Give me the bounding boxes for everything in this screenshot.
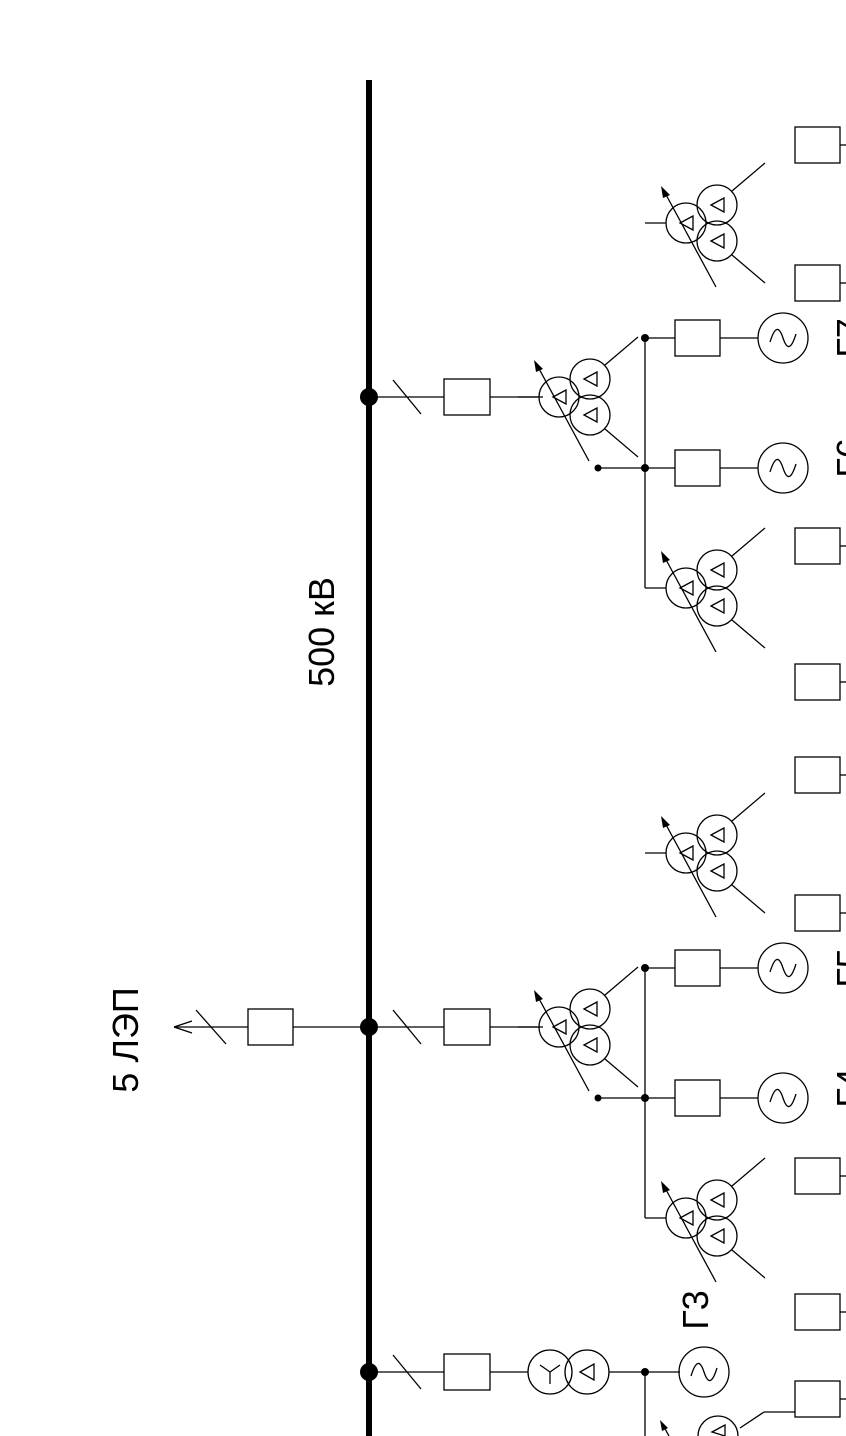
- generator-label-1: Г7: [829, 318, 846, 358]
- unit-block-upper: [369, 127, 846, 700]
- outgoing-lines: [173, 1008, 369, 1046]
- unit-block-middle: [369, 757, 846, 1330]
- generator-g3-label: Г3: [675, 1290, 716, 1330]
- line-label: 5 ЛЭП: [105, 987, 146, 1092]
- generator-label-2: Г6: [829, 438, 846, 478]
- unit-block-lower: [369, 1346, 846, 1436]
- bus-voltage-label: 500 кВ: [301, 577, 342, 687]
- generator-label-4: Г4: [829, 1068, 846, 1108]
- generator-label-3: Г5: [829, 948, 846, 988]
